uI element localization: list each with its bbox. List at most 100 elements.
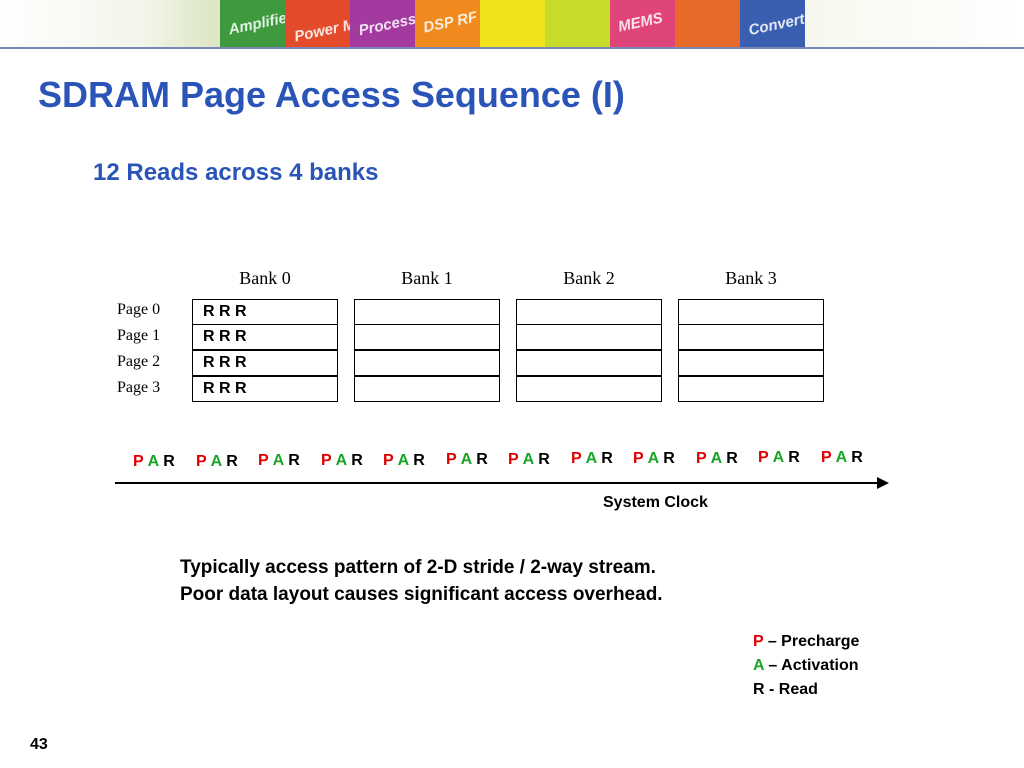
bank-label-2: Bank 2 — [563, 268, 615, 288]
bank2-page2-cell — [516, 350, 662, 376]
banner-tile-8: Converters — [740, 0, 805, 47]
precharge-mark: P — [696, 450, 707, 467]
activation-mark: A — [460, 451, 473, 468]
read-mark: R — [601, 450, 613, 467]
precharge-mark: P — [633, 450, 644, 467]
legend-read: R - Read — [753, 681, 818, 699]
legend-activation: A – Activation — [753, 657, 859, 675]
precharge-mark: P — [758, 449, 769, 466]
slide-title: SDRAM Page Access Sequence (I) — [38, 74, 625, 115]
bank0-page0-cell: R R R — [192, 299, 338, 325]
bank0-page0-reads: R R R — [203, 303, 247, 320]
bank3-page3-cell — [678, 376, 824, 402]
read-mark: R — [413, 452, 425, 469]
bank0-page2-cell: R R R — [192, 350, 338, 376]
bank0-page1-reads: R R R — [203, 328, 247, 345]
banner-divider — [0, 47, 1024, 49]
banner-tile-1: Power Management — [285, 0, 350, 47]
activation-mark: A — [147, 453, 160, 470]
activation-mark: A — [522, 451, 535, 468]
note-line-1: Typically access pattern of 2-D stride /… — [180, 557, 656, 578]
bank-label-1: Bank 1 — [401, 268, 453, 288]
banner-tile-7 — [675, 0, 740, 47]
precharge-mark: P — [133, 453, 144, 470]
page-label-3: Page 3 — [117, 379, 161, 396]
bank1-page2-cell — [354, 350, 500, 376]
read-mark: R — [851, 449, 863, 466]
precharge-mark: P — [321, 452, 332, 469]
legend-precharge-key: P — [753, 633, 764, 650]
page-number: 43 — [30, 736, 48, 753]
banner-tile-label-1: Power Management — [292, 0, 350, 46]
page-label-0: Page 0 — [117, 301, 161, 318]
activation-mark: A — [585, 450, 598, 467]
banner-tile-label-0: Amplifiers — [227, 6, 285, 39]
banner-tile-6: MEMS — [610, 0, 675, 47]
precharge-mark: P — [258, 452, 269, 469]
precharge-mark: P — [446, 451, 457, 468]
read-mark: R — [288, 452, 300, 469]
page-label-1: Page 1 — [117, 327, 161, 344]
activation-mark: A — [647, 450, 660, 467]
read-mark: R — [538, 451, 550, 468]
activation-mark: A — [710, 450, 723, 467]
bank-label-3: Bank 3 — [725, 268, 777, 288]
banner-tile-3: DSP RF — [415, 0, 480, 47]
read-mark: R — [351, 452, 363, 469]
banner-tile-label-3: DSP RF — [421, 8, 479, 37]
banner-tile-5 — [545, 0, 610, 47]
activation-mark: A — [335, 452, 348, 469]
read-mark: R — [663, 450, 675, 467]
bank0-page3-reads: R R R — [203, 380, 247, 397]
activation-mark: A — [210, 453, 223, 470]
system-clock-label: System Clock — [603, 494, 708, 511]
read-mark: R — [476, 451, 488, 468]
precharge-mark: P — [196, 453, 207, 470]
note-line-2: Poor data layout causes significant acce… — [180, 584, 663, 605]
bank1-page3-cell — [354, 376, 500, 402]
read-mark: R — [788, 449, 800, 466]
bank3-page0-cell — [678, 299, 824, 325]
legend-precharge-text: – Precharge — [763, 633, 860, 650]
read-mark: R — [226, 453, 238, 470]
precharge-mark: P — [571, 450, 582, 467]
bank0-page3-cell: R R R — [192, 376, 338, 402]
activation-mark: A — [772, 449, 785, 466]
bank1-page0-cell — [354, 299, 500, 325]
banner-tile-0: Amplifiers — [220, 0, 285, 47]
banner-tile-label-2: Processors — [357, 5, 415, 40]
bank0-page2-reads: R R R — [203, 354, 247, 371]
axis-arrowhead — [877, 477, 889, 489]
bank2-page0-cell — [516, 299, 662, 325]
bank2-page3-cell — [516, 376, 662, 402]
precharge-mark: P — [821, 449, 832, 466]
legend-read-text: R - Read — [753, 681, 818, 698]
bank1-page1-cell — [354, 324, 500, 350]
legend-activation-key: A — [753, 657, 764, 674]
activation-mark: A — [835, 449, 848, 466]
page-label-2: Page 2 — [117, 353, 161, 370]
read-mark: R — [726, 450, 738, 467]
bank3-page2-cell — [678, 350, 824, 376]
bank0-page1-cell: R R R — [192, 324, 338, 350]
legend-precharge: P – Precharge — [753, 633, 859, 651]
precharge-mark: P — [383, 452, 394, 469]
banner-tile-label-6: MEMS — [616, 9, 665, 36]
bank3-page1-cell — [678, 324, 824, 350]
activation-mark: A — [397, 452, 410, 469]
banner-tile-2: Processors — [350, 0, 415, 47]
activation-mark: A — [272, 452, 285, 469]
system-clock-axis — [115, 482, 879, 484]
